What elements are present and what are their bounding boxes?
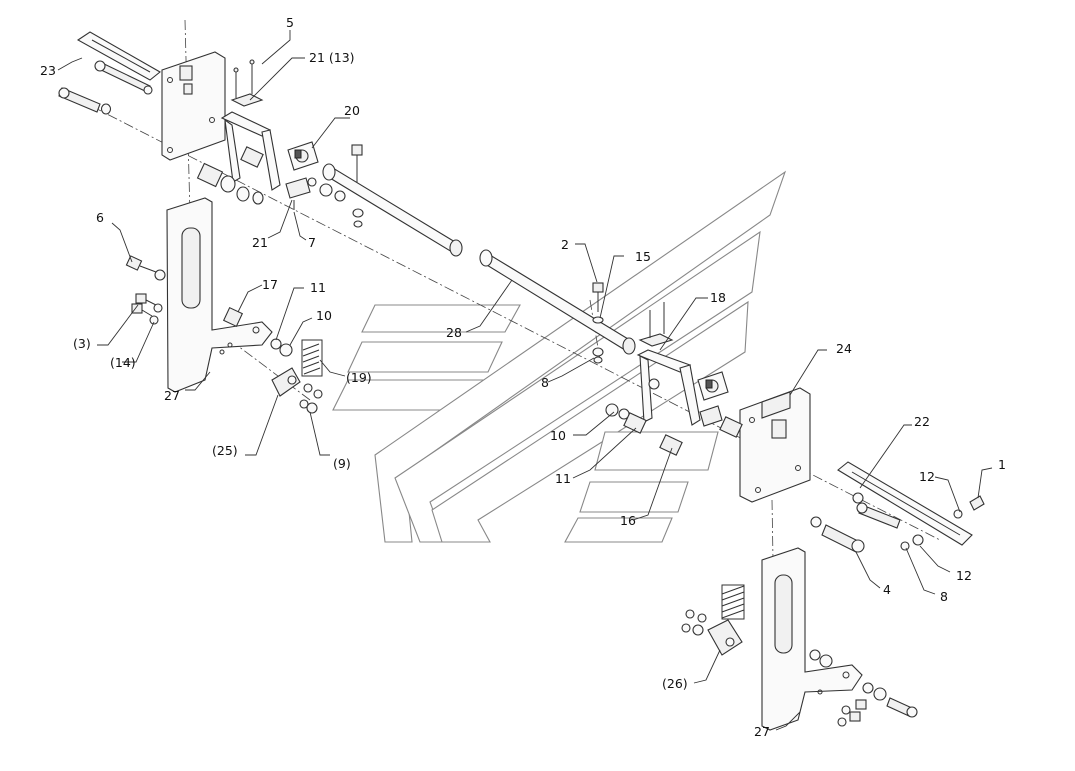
bolts-lower-right xyxy=(809,649,918,727)
callout-23: 23 xyxy=(40,63,56,78)
callout-5: 5 xyxy=(286,15,294,30)
callout-9: (9) xyxy=(333,456,351,471)
callout-1: 1 xyxy=(998,457,1006,472)
callout-18: 18 xyxy=(710,290,726,305)
bolts-left-top xyxy=(58,60,153,115)
callout-labels: 23 5 21 (13) 20 6 21 7 17 11 10 (3) (14)… xyxy=(40,15,1006,739)
slotted-arm-23 xyxy=(76,31,161,81)
leader-lines xyxy=(57,30,993,731)
callout-21-13: 21 (13) xyxy=(309,50,355,65)
callout-6: 6 xyxy=(96,210,104,225)
bolt-2 xyxy=(592,282,604,364)
callout-28: 28 xyxy=(446,325,462,340)
right-mounting-plate-24 xyxy=(719,387,811,503)
left-mounting-plate xyxy=(161,51,226,161)
callout-20: 20 xyxy=(344,103,360,118)
callout-27-left: 27 xyxy=(164,388,180,403)
bolts-lower-left xyxy=(125,255,244,328)
callout-21: 21 xyxy=(252,235,268,250)
callout-16: 16 xyxy=(620,513,636,528)
callout-12-top: 12 xyxy=(919,469,935,484)
callout-27-right: 27 xyxy=(754,724,770,739)
u-bracket-21 xyxy=(220,59,281,191)
spring-19-left xyxy=(301,339,323,377)
nuts-near-tube xyxy=(307,177,364,228)
callout-12-bottom: 12 xyxy=(956,568,972,583)
callout-11-left: 11 xyxy=(310,280,326,295)
callout-22: 22 xyxy=(914,414,930,429)
callout-8-right: 8 xyxy=(940,589,948,604)
callout-17: 17 xyxy=(262,277,278,292)
slotted-arm-22 xyxy=(837,461,985,551)
tube-28 xyxy=(322,163,636,355)
callout-4: 4 xyxy=(883,582,891,597)
callout-10-left: 10 xyxy=(316,308,332,323)
adjustment-bracket-27-right xyxy=(761,547,863,731)
callout-15: 15 xyxy=(635,249,651,264)
adjustment-bracket-27-left xyxy=(166,197,273,393)
callout-24: 24 xyxy=(836,341,852,356)
clamp-block-20 xyxy=(285,141,319,210)
callout-2: 2 xyxy=(561,237,569,252)
callout-14: (14) xyxy=(110,355,136,370)
watermark-logo xyxy=(332,170,787,543)
bolt-4 xyxy=(810,516,865,553)
bushings-left xyxy=(196,146,264,205)
callout-26: (26) xyxy=(662,676,688,691)
callout-25: (25) xyxy=(212,443,238,458)
spring-and-latch-left xyxy=(270,338,323,414)
callout-8-center: 8 xyxy=(541,375,549,390)
callout-10-right: 10 xyxy=(550,428,566,443)
callout-3: (3) xyxy=(73,336,91,351)
callout-11-right: 11 xyxy=(555,471,571,486)
spring-and-latch-right xyxy=(681,584,745,656)
spring-right xyxy=(721,584,745,620)
callout-19: (19) xyxy=(346,370,372,385)
callout-7: 7 xyxy=(308,235,316,250)
bushings-right xyxy=(605,403,683,456)
u-bracket-18 xyxy=(636,302,729,427)
